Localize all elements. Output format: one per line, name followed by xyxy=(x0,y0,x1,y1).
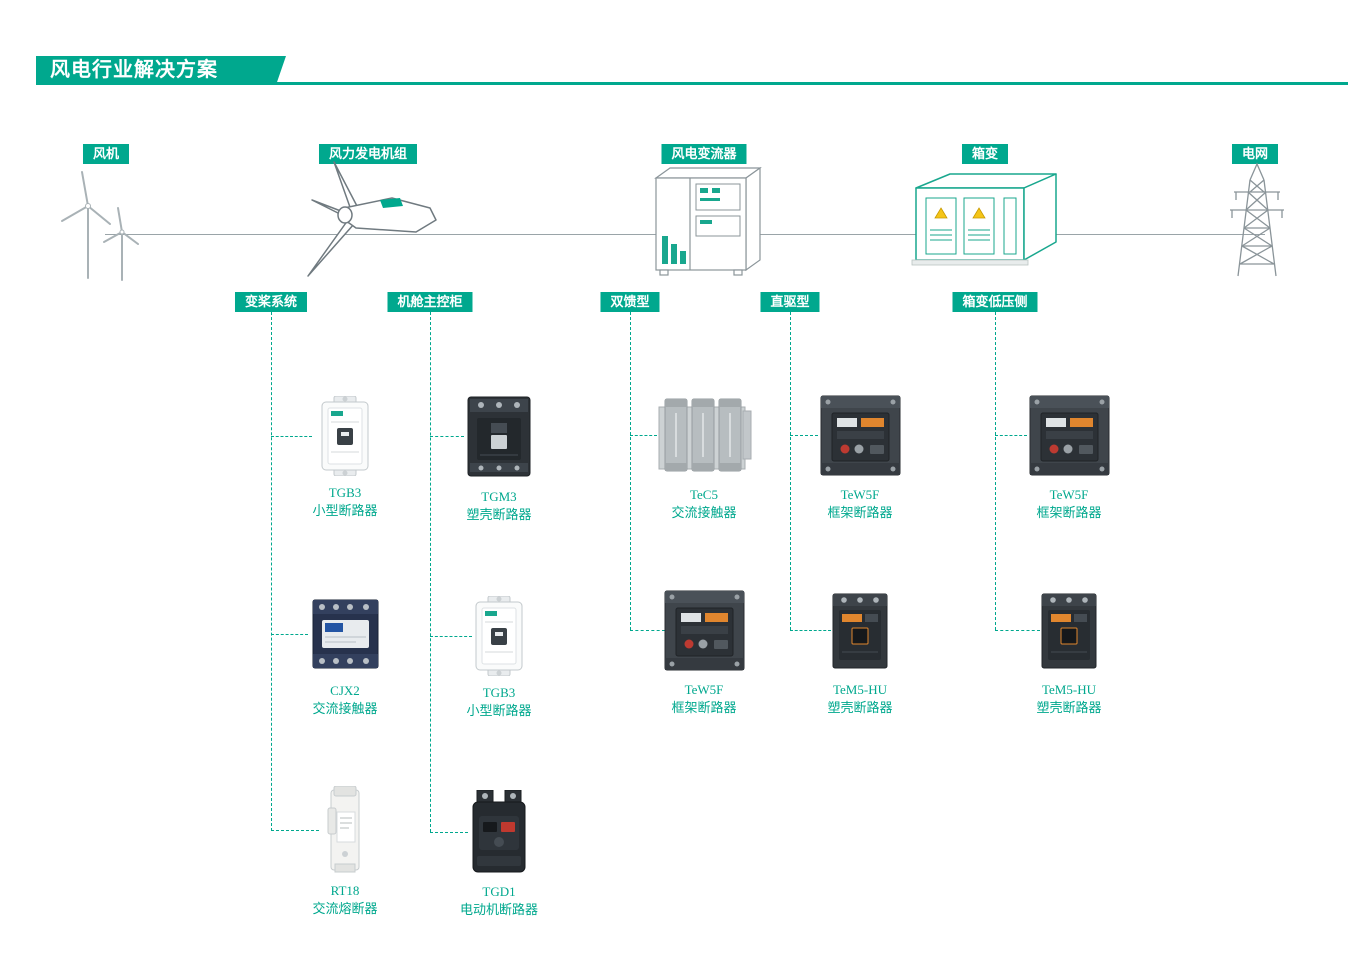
product-cabinet-tgd1: TGD1 电动机断路器 xyxy=(439,790,559,918)
product-type: 小型断路器 xyxy=(466,702,532,718)
contactor-product-image xyxy=(657,393,752,478)
product-model: TGD1 xyxy=(482,884,516,899)
product-type: 塑壳断路器 xyxy=(1036,699,1102,715)
branch-vline-boxlv xyxy=(995,312,996,630)
product-model: TGB3 xyxy=(328,485,362,500)
branch-hline-pitch-3 xyxy=(271,830,319,831)
product-pitch-cjx2: CJX2 交流接触器 xyxy=(285,594,405,717)
tag-wind-turbine: 风机 xyxy=(82,144,130,164)
branch-hline-boxlv-2 xyxy=(995,630,1040,631)
product-type: 框架断路器 xyxy=(827,504,893,520)
product-model: TeM5-HU xyxy=(1042,682,1096,697)
page-title: 风电行业解决方案 xyxy=(36,56,286,85)
nacelle-generator-icon xyxy=(307,161,437,277)
product-label: CJX2 交流接触器 xyxy=(312,682,377,717)
branch-hline-cabinet-1 xyxy=(430,436,464,437)
product-label: TGB3 小型断路器 xyxy=(312,484,377,519)
branch-hline-cabinet-3 xyxy=(430,832,468,833)
transmission-tower-icon xyxy=(1230,162,1284,277)
branch-vline-pitch xyxy=(271,312,272,831)
branch-hline-cabinet-2 xyxy=(430,636,472,637)
branch-vline-dfig xyxy=(630,312,631,630)
branch-vline-cabinet xyxy=(430,312,431,832)
product-label: TeM5-HU 塑壳断路器 xyxy=(1036,681,1101,716)
product-type: 交流接触器 xyxy=(671,504,737,520)
motor-breaker-product-image xyxy=(467,790,531,875)
branch-hline-dd-2 xyxy=(790,630,831,631)
product-type: 框架断路器 xyxy=(671,699,737,715)
mccb-product-image xyxy=(464,393,534,480)
product-label: TGD1 电动机断路器 xyxy=(460,883,538,918)
product-cabinet-tgb3: TGB3 小型断路器 xyxy=(439,596,559,719)
product-model: TeW5F xyxy=(840,487,880,502)
product-model: TeC5 xyxy=(690,487,718,502)
product-pitch-rt18: RT18 交流熔断器 xyxy=(285,786,405,917)
tag-doubly-fed: 双馈型 xyxy=(600,292,660,312)
product-model: TeW5F xyxy=(684,682,724,697)
product-type: 交流熔断器 xyxy=(312,900,378,916)
product-dd-tew5f: TeW5F 框架断路器 xyxy=(800,393,920,521)
fuse-product-image xyxy=(319,786,371,874)
product-type: 框架断路器 xyxy=(1036,504,1102,520)
converter-cabinet-icon xyxy=(654,166,762,276)
product-type: 塑壳断路器 xyxy=(466,506,532,522)
tag-power-grid: 电网 xyxy=(1231,144,1279,164)
product-dfig-tew5f: TeW5F 框架断路器 xyxy=(644,588,764,716)
product-type: 小型断路器 xyxy=(312,502,378,518)
product-dd-tem5hu: TeM5-HU 塑壳断路器 xyxy=(800,588,920,716)
product-boxlv-tem5hu: TeM5-HU 塑壳断路器 xyxy=(1009,588,1129,716)
tag-generator-set: 风力发电机组 xyxy=(318,144,418,164)
mccb-product-image xyxy=(829,588,891,673)
contactor-product-image xyxy=(308,594,383,674)
product-model: RT18 xyxy=(330,883,360,898)
box-substation-icon xyxy=(911,173,1057,266)
frame-breaker-product-image xyxy=(818,393,903,478)
product-label: TeW5F 框架断路器 xyxy=(1036,486,1101,521)
product-label: TeC5 交流接触器 xyxy=(671,486,736,521)
branch-hline-boxlv-1 xyxy=(995,435,1027,436)
product-label: TeM5-HU 塑壳断路器 xyxy=(827,681,892,716)
tag-box-transformer: 箱变 xyxy=(961,144,1009,164)
product-label: TGM3 塑壳断路器 xyxy=(466,488,531,523)
product-model: TeW5F xyxy=(1049,487,1089,502)
product-label: TeW5F 框架断路器 xyxy=(827,486,892,521)
product-label: RT18 交流熔断器 xyxy=(312,882,377,917)
tag-direct-drive: 直驱型 xyxy=(760,292,820,312)
mcb-product-image xyxy=(466,596,532,676)
product-label: TGB3 小型断路器 xyxy=(466,684,531,719)
branch-hline-dfig-1 xyxy=(630,435,657,436)
frame-breaker-product-image xyxy=(1027,393,1112,478)
product-type: 塑壳断路器 xyxy=(827,699,893,715)
product-model: TeM5-HU xyxy=(833,682,887,697)
product-dfig-tec5: TeC5 交流接触器 xyxy=(644,393,764,521)
branch-hline-dd-1 xyxy=(790,435,818,436)
tag-converter: 风电变流器 xyxy=(661,144,747,164)
product-model: TGB3 xyxy=(482,685,516,700)
tag-box-lv-side: 箱变低压侧 xyxy=(952,292,1038,312)
product-cabinet-tgm3: TGM3 塑壳断路器 xyxy=(439,393,559,523)
tag-pitch-system: 变桨系统 xyxy=(234,292,308,312)
tag-nacelle-control-cabinet: 机舱主控柜 xyxy=(387,292,473,312)
frame-breaker-product-image xyxy=(662,588,747,673)
product-type: 电动机断路器 xyxy=(459,901,538,917)
branch-hline-pitch-2 xyxy=(271,634,308,635)
product-pitch-tgb3: TGB3 小型断路器 xyxy=(285,396,405,519)
product-model: CJX2 xyxy=(330,683,360,698)
title-underline xyxy=(276,82,1348,85)
product-type: 交流接触器 xyxy=(312,700,378,716)
branch-hline-dfig-2 xyxy=(630,630,665,631)
branch-hline-pitch-1 xyxy=(271,436,312,437)
product-boxlv-tew5f: TeW5F 框架断路器 xyxy=(1009,393,1129,521)
branch-vline-dd xyxy=(790,312,791,630)
product-model: TGM3 xyxy=(481,489,517,504)
product-label: TeW5F 框架断路器 xyxy=(671,681,736,716)
mcb-product-image xyxy=(312,396,378,476)
mccb-product-image xyxy=(1038,588,1100,673)
wind-turbine-icon xyxy=(61,171,139,281)
